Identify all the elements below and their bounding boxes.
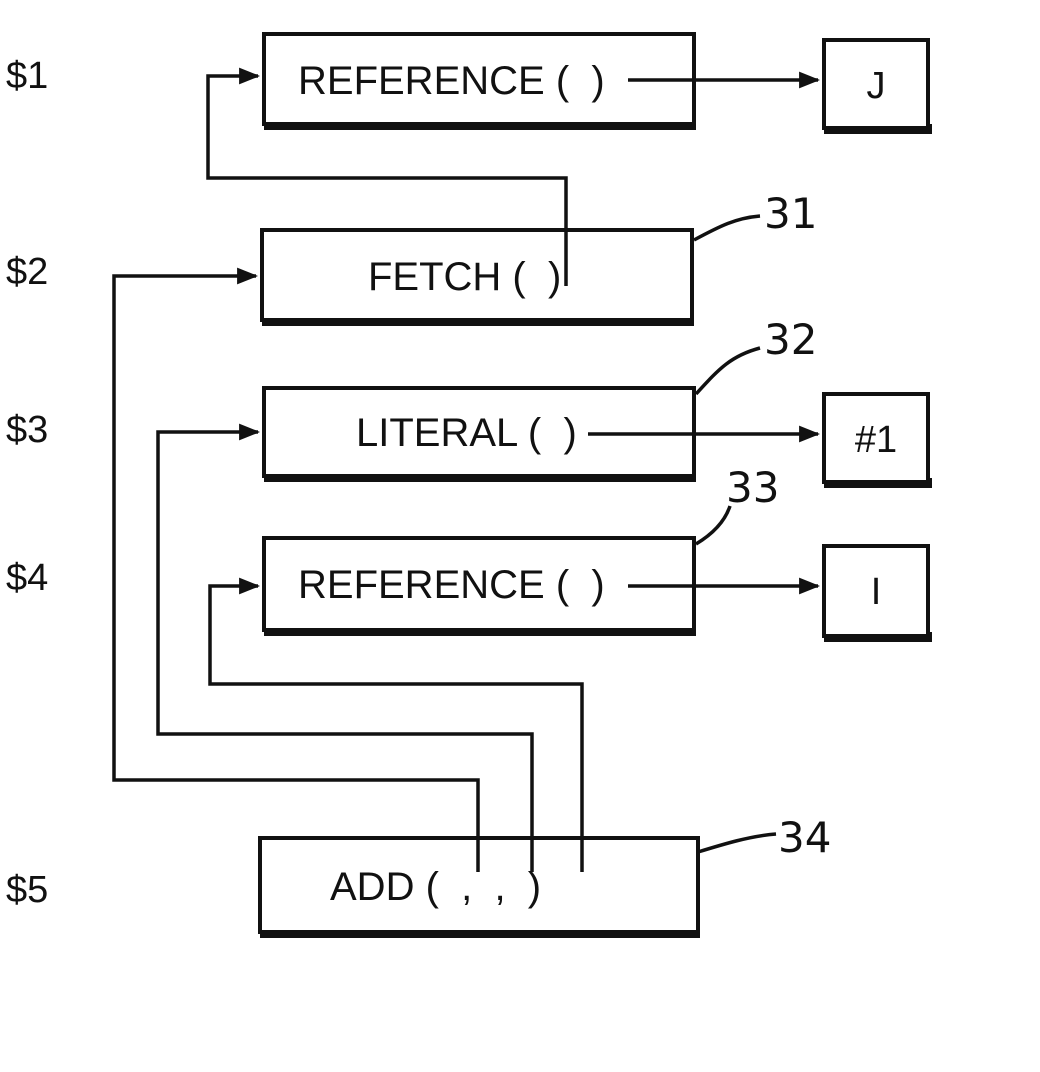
leader-31 [693,214,761,242]
ref-num-34: 34 [778,813,831,862]
leader-32 [694,346,761,396]
ref-num-33: 33 [726,463,779,512]
arrow-add-to-fetch [112,267,480,872]
row-label-2: $2 [6,251,48,293]
row-label-3: $3 [6,409,48,451]
leaf-literal-value-label: #1 [855,419,897,461]
leaf-i: I [822,544,932,642]
arrow-add-to-reference-i [208,577,584,872]
arrow-add-to-literal [156,423,534,872]
leaf-literal-value: #1 [822,392,932,488]
node-add-label: ADD ( , , ) [330,865,541,909]
leaf-i-label: I [871,571,882,613]
row-label-4: $4 [6,557,48,599]
row-label-5: $5 [6,869,48,911]
node-fetch: FETCH ( ) [260,228,694,326]
leaf-j-label: J [867,65,886,107]
node-literal-label: LITERAL ( ) [356,411,577,455]
node-add: ADD ( , , ) [258,836,700,938]
node-fetch-label: FETCH ( ) [368,255,561,299]
node-reference-j: REFERENCE ( ) [262,32,696,130]
ref-num-31: 31 [764,189,817,238]
leaf-j: J [822,38,932,134]
arrow-fetch-to-reference-j [206,67,568,286]
node-reference-i-label: REFERENCE ( ) [298,563,605,607]
node-reference-j-label: REFERENCE ( ) [298,59,605,103]
leader-33 [695,505,732,546]
row-label-1: $1 [6,55,48,97]
node-literal: LITERAL ( ) [262,386,696,482]
leader-34 [697,832,777,854]
node-reference-i: REFERENCE ( ) [262,536,696,636]
ref-num-32: 32 [764,315,817,364]
